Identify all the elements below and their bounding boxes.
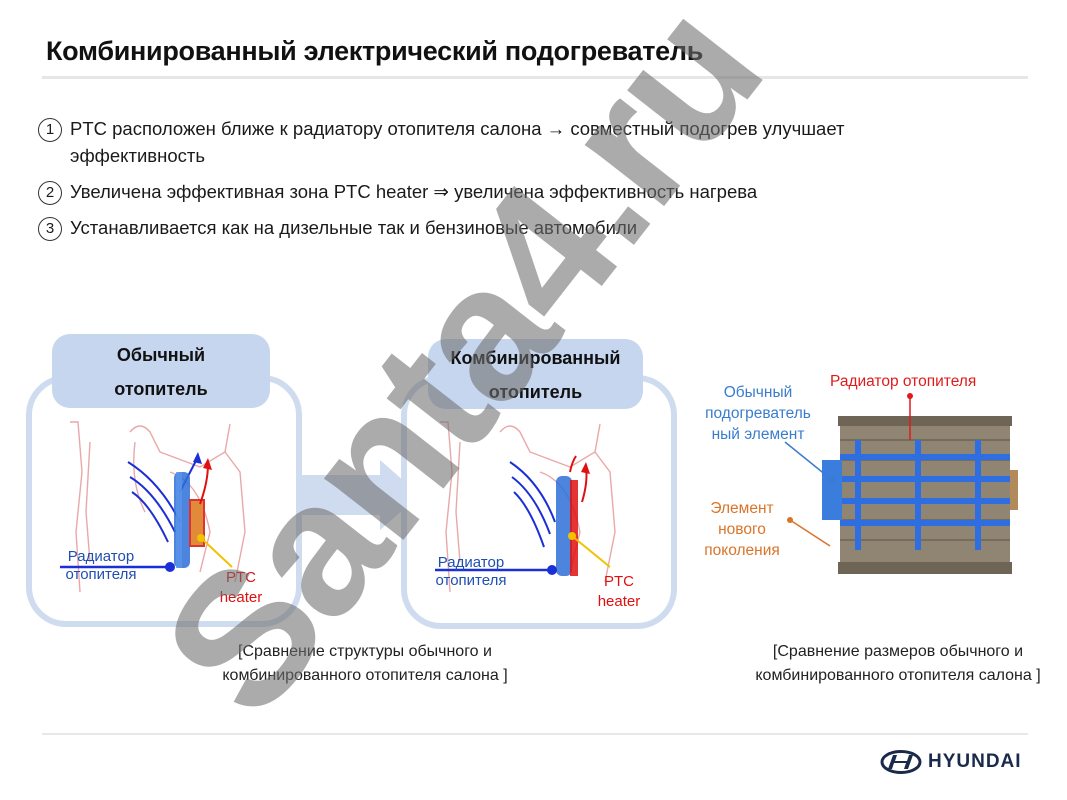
label-line: нового [718,521,766,538]
bullet-number: 2 [38,181,62,205]
radiator-label: Радиатор отопителя [58,548,144,584]
combined-heater-diagram [435,421,616,593]
heater-radiator-label: Радиатор отопителя [830,373,977,390]
hyundai-logo: HYUNDAI [880,748,1030,776]
label-line: heater [597,593,641,610]
new-element-label: Элемент нового поколения [700,498,784,561]
radiator-label: Радиатор отопителя [428,554,514,590]
label-line: Элемент [710,500,774,517]
label-line: heater [219,589,263,606]
label-line: отопителя [435,572,507,589]
bullet-text: Устанавливается как на дизельные так и б… [70,217,638,238]
conventional-heater-tag: Обычный отопитель [52,334,270,408]
tag-line: Комбинированный [450,348,621,368]
bullet-3: 3 Устанавливается как на дизельные так и … [38,214,637,241]
label-line: Обычный [723,384,793,401]
label-line: отопителя [65,566,137,583]
label-line: PTC [226,569,256,586]
bullet-number: 3 [38,217,62,241]
conventional-heater-diagram [60,421,246,593]
page-title: Комбинированный электрический подогреват… [46,36,704,66]
heater-core-illustration [784,393,1018,574]
bullet-text: PTC расположен ближе к радиатору отопите… [70,118,845,139]
caption-line: [Сравнение структуры обычного и [238,643,492,660]
bullet-2: 2 Увеличена эффективная зона PTC heater ⇒… [38,178,757,205]
bullet-1: 1 PTC расположен ближе к радиатору отопит… [38,115,844,169]
bullet-text: Увеличена эффективная зона PTC heater ⇒ … [70,181,758,202]
caption-structure: [Сравнение структуры обычного и комбинир… [190,640,540,688]
footer-divider [42,733,1028,735]
caption-line: комбинированного отопителя салона ] [755,667,1041,684]
combined-heater-tag: Комбинированный отопитель [428,339,643,409]
label-line: поколения [704,542,780,559]
combined-heater-frame [401,375,677,629]
bullet-number: 1 [38,118,62,142]
caption-line: комбинированного отопителя салона ] [222,667,508,684]
label-line: Радиатор [67,548,135,565]
caption-line: [Сравнение размеров обычного и [772,643,1024,660]
ptc-heater-label: PTC heater [212,568,270,608]
conventional-element-label: Обычный подогреватель ный элемент [688,382,828,445]
label-line: PTC [604,573,634,590]
tag-line: отопитель [488,382,583,402]
label-line: подогреватель [705,405,811,422]
bullet-text-continued: эффективность [70,145,205,166]
hyundai-emblem-icon [880,750,922,774]
label-line: ный элемент [711,426,805,443]
title-divider [42,76,1028,79]
tag-line: Обычный [116,345,206,365]
caption-size: [Сравнение размеров обычного и комбиниро… [722,640,1067,688]
tag-line: отопитель [114,379,208,399]
label-line: Радиатор [437,554,505,571]
brand-wordmark: HYUNDAI [928,751,1022,772]
ptc-heater-label: PTC heater [590,572,648,612]
